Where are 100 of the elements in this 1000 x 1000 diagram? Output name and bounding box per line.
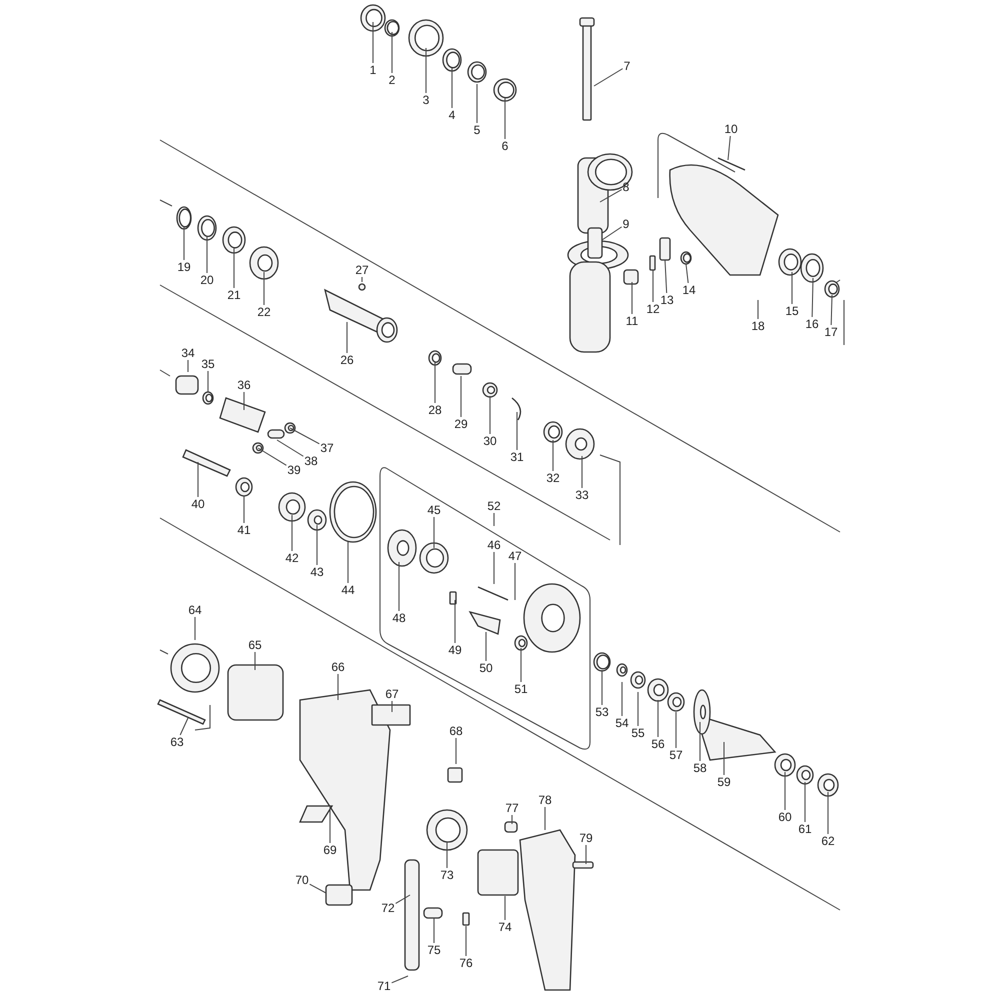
callout-number: 48 (391, 611, 407, 625)
callout-number: 29 (453, 417, 469, 431)
callout-number: 11 (624, 314, 640, 328)
leader-line (652, 270, 654, 302)
callout-number: 46 (486, 538, 502, 552)
callout-number: 17 (823, 325, 839, 339)
callout-number: 6 (500, 139, 510, 153)
leader-line (180, 718, 188, 736)
leader-line (194, 616, 196, 640)
callout-number: 74 (497, 920, 513, 934)
callout-number: 61 (797, 822, 813, 836)
leader-line (398, 562, 400, 612)
callout-number: 67 (384, 687, 400, 701)
leader-line (552, 440, 554, 472)
callout-number: 19 (176, 260, 192, 274)
callout-number: 47 (507, 549, 523, 563)
callout-number: 12 (645, 302, 661, 316)
leader-line (514, 562, 516, 600)
leader-line (784, 772, 786, 810)
leader-line (594, 68, 624, 86)
leader-line (206, 236, 208, 274)
leader-line (395, 894, 410, 904)
leader-line (290, 428, 320, 444)
callout-number: 57 (668, 748, 684, 762)
callout-number: 53 (594, 705, 610, 719)
callout-number: 9 (622, 217, 630, 231)
callout-number: 30 (482, 434, 498, 448)
callout-number: 75 (426, 943, 442, 957)
leader-line (316, 524, 318, 566)
callout-number: 41 (236, 523, 252, 537)
callout-number: 1 (368, 63, 378, 77)
leader-line (309, 884, 326, 894)
leader-line (600, 189, 622, 202)
leader-line (372, 22, 374, 64)
callout-number: 54 (614, 716, 630, 730)
callout-number: 70 (294, 873, 310, 887)
leader-line (446, 842, 448, 868)
leader-line (504, 896, 506, 920)
callout-number: 52 (486, 499, 502, 513)
callout-number: 5 (472, 123, 482, 137)
callout-number: 44 (340, 583, 356, 597)
callout-number: 71 (376, 979, 392, 993)
leader-line (812, 278, 814, 318)
callout-number: 28 (427, 403, 443, 417)
callout-number: 49 (447, 643, 463, 657)
callout-number: 79 (578, 831, 594, 845)
leader-line (391, 976, 408, 984)
leader-line (804, 782, 806, 822)
callout-number: 4 (448, 108, 456, 122)
callout-number: 15 (784, 304, 800, 318)
callout-number: 66 (330, 660, 346, 674)
leader-line (664, 260, 668, 294)
leader-line (520, 648, 522, 682)
callout-number: 36 (236, 378, 252, 392)
callout-number: 32 (545, 471, 561, 485)
leader-line (728, 136, 731, 160)
callout-number: 37 (319, 441, 335, 455)
callout-number: 72 (380, 901, 396, 915)
leader-line (454, 600, 456, 644)
callout-number: 10 (723, 122, 739, 136)
callout-number: 38 (303, 454, 319, 468)
callout-number: 40 (190, 497, 206, 511)
callout-number: 45 (426, 503, 442, 517)
callout-number: 58 (692, 761, 708, 775)
callout-number: 73 (439, 868, 455, 882)
callout-number: 2 (388, 73, 396, 87)
callout-number: 18 (750, 319, 766, 333)
callout-number: 31 (509, 450, 525, 464)
leader-line (346, 322, 348, 354)
leader-line (258, 448, 287, 466)
callout-number: 27 (354, 263, 370, 277)
callout-number: 78 (537, 793, 553, 807)
callout-number: 22 (256, 305, 272, 319)
leader-line (254, 652, 256, 670)
leader-line (602, 226, 622, 240)
callout-number: 21 (226, 288, 242, 302)
leader-line (516, 412, 518, 450)
callout-number: 39 (286, 463, 302, 477)
callout-number: 3 (422, 93, 430, 107)
leader-line (504, 98, 506, 140)
callout-number: 69 (322, 843, 338, 857)
callout-number: 65 (247, 638, 263, 652)
callout-number: 68 (448, 724, 464, 738)
leader-line (476, 84, 478, 124)
callout-number: 43 (309, 565, 325, 579)
callout-number: 60 (777, 810, 793, 824)
leader-line (460, 376, 462, 418)
callout-number: 50 (478, 661, 494, 675)
leader-line (544, 806, 546, 830)
callout-number: 34 (180, 346, 196, 360)
callout-number: 26 (339, 353, 355, 367)
callout-number: 20 (199, 273, 215, 287)
callout-number: 13 (659, 293, 675, 307)
callout-number: 63 (169, 735, 185, 749)
callout-number: 14 (681, 283, 697, 297)
callout-number: 59 (716, 775, 732, 789)
callout-number: 77 (504, 801, 520, 815)
callout-number: 62 (820, 834, 836, 848)
callout-number: 56 (650, 737, 666, 751)
callout-number: 8 (622, 180, 630, 194)
